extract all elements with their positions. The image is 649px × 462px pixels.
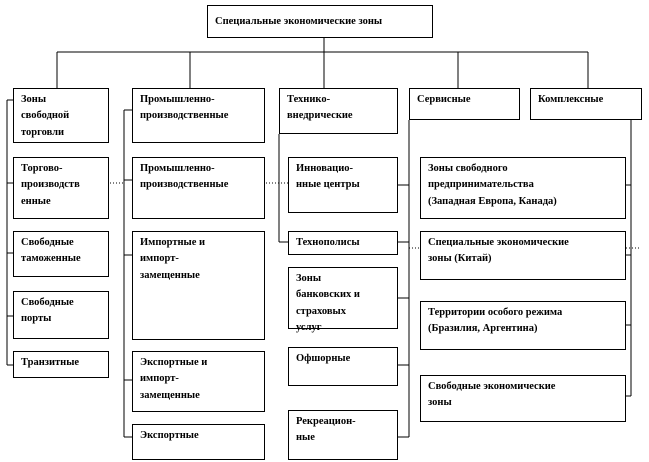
header-service: Сервисные — [409, 88, 520, 120]
item-label: Свободные таможенные — [21, 237, 81, 265]
item-banking-insurance: Зоны банковских и страховых услуг — [288, 267, 398, 333]
item-special-regime-territories: Территории особого режима (Бразилия, Арг… — [420, 301, 626, 350]
root-box: Специальные экономические зоны — [207, 5, 433, 38]
header-label: Зоны свободной торговли — [21, 94, 70, 138]
item-export: Экспортные — [132, 424, 265, 460]
item-label: Свободные порты — [21, 297, 74, 325]
header-label: Промышленно- производственные — [140, 94, 229, 122]
item-free-enterprise-zones: Зоны свободного предпринимательства (Зап… — [420, 157, 626, 219]
item-offshore: Офшорные — [288, 347, 398, 386]
item-label: Свободные экономические зоны — [428, 381, 556, 409]
item-industrial-production: Промышленно- производственные — [132, 157, 265, 219]
header-label: Технико- внедрические — [287, 94, 353, 122]
item-export-import-substitution: Экспортные и импорт- замещенные — [132, 351, 265, 412]
item-trade-production: Торгово- производств енные — [13, 157, 109, 219]
item-label: Экспортные — [140, 430, 199, 441]
item-transit: Транзитные — [13, 351, 109, 378]
item-technopolises: Технополисы — [288, 231, 398, 255]
item-label: Зоны свободного предпринимательства (Зап… — [428, 163, 557, 207]
header-complex: Комплексные — [530, 88, 642, 120]
item-label: Офшорные — [296, 353, 351, 364]
item-label: Технополисы — [296, 237, 360, 248]
item-label: Торгово- производств енные — [21, 163, 80, 207]
item-label: Импортные и импорт- замещенные — [140, 237, 206, 281]
item-label: Зоны банковских и страховых услуг — [296, 273, 360, 333]
item-label: Специальные экономические зоны (Китай) — [428, 237, 569, 265]
root-label: Специальные экономические зоны — [215, 16, 383, 27]
header-technical: Технико- внедрические — [279, 88, 398, 134]
item-free-ports: Свободные порты — [13, 291, 109, 339]
item-label: Промышленно- производственные — [140, 163, 229, 191]
item-free-customs: Свободные таможенные — [13, 231, 109, 277]
item-special-economic-zones-china: Специальные экономические зоны (Китай) — [420, 231, 626, 280]
item-free-economic-zones: Свободные экономические зоны — [420, 375, 626, 422]
header-free-trade: Зоны свободной торговли — [13, 88, 109, 143]
item-import-substitution: Импортные и импорт- замещенные — [132, 231, 265, 340]
item-label: Инновацио- нные центры — [296, 163, 360, 191]
item-recreational: Рекреацион- ные — [288, 410, 398, 460]
item-label: Рекреацион- ные — [296, 416, 356, 444]
item-label: Транзитные — [21, 357, 80, 368]
item-innovation-centers: Инновацио- нные центры — [288, 157, 398, 213]
header-label: Комплексные — [538, 94, 604, 105]
header-industrial: Промышленно- производственные — [132, 88, 265, 143]
item-label: Территории особого режима (Бразилия, Арг… — [428, 307, 563, 335]
header-label: Сервисные — [417, 94, 471, 105]
item-label: Экспортные и импорт- замещенные — [140, 357, 208, 401]
